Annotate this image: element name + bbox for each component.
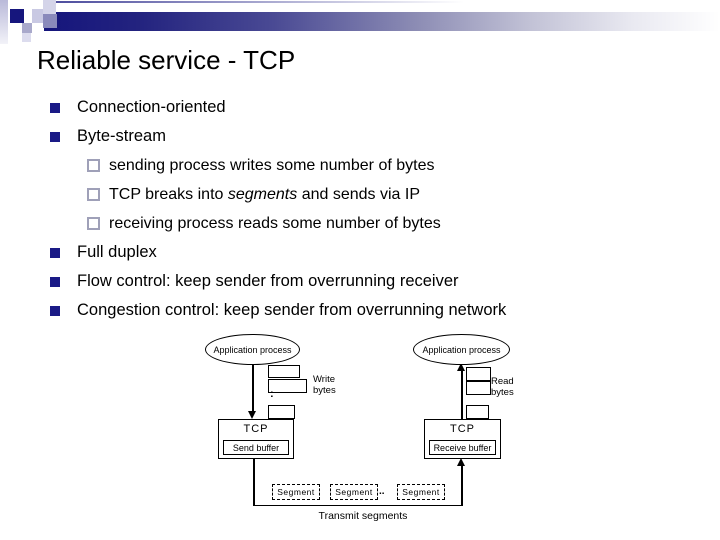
- application-process-ellipse-sender: Application process: [205, 334, 300, 365]
- bullet-text: receiving process reads some number of b…: [109, 214, 441, 232]
- arrowhead-up-icon: [457, 363, 465, 371]
- tcp-box-receiver: TCP Receive buffer: [424, 419, 501, 459]
- deco-gradient-bar: [44, 12, 720, 31]
- segment-box: Segment: [397, 484, 445, 500]
- arrowhead-down-icon: [248, 411, 256, 419]
- deco-square-slate: [43, 14, 57, 28]
- transmit-line-left: [253, 457, 255, 506]
- write-label-line1: Write: [313, 374, 335, 385]
- bullet-item: Byte-stream: [50, 122, 690, 151]
- application-process-label: Application process: [213, 344, 292, 355]
- sub-bullet-square-icon: [87, 188, 100, 201]
- deco-square-pale: [22, 33, 31, 42]
- bullet-item: Full duplex: [50, 238, 690, 267]
- page-title: Reliable service - TCP: [37, 45, 296, 75]
- bullet-text: Congestion control: keep sender from ove…: [77, 301, 507, 319]
- byte-rect: [466, 381, 491, 395]
- bullet-item: Connection-oriented: [50, 93, 690, 122]
- bullet-square-icon: [50, 131, 60, 142]
- sub-bullet-square-icon: [87, 159, 100, 172]
- arrowhead-up-icon: [457, 458, 465, 466]
- bullet-text-italic: segments: [227, 185, 298, 203]
- tcp-label: TCP: [450, 423, 475, 435]
- sub-bullet-item: TCP breaks into segments and sends via I…: [50, 180, 690, 209]
- bullet-text: TCP breaks into segments and sends via I…: [109, 186, 420, 204]
- read-label-line2: bytes: [491, 387, 514, 398]
- application-process-label: Application process: [422, 344, 501, 355]
- application-process-ellipse-receiver: Application process: [413, 334, 510, 365]
- read-bytes-label: Read bytes: [491, 376, 514, 398]
- segment-box: Segment: [330, 484, 378, 500]
- deco-square-lavender: [32, 9, 46, 23]
- receive-buffer-box: Receive buffer: [429, 440, 496, 455]
- byte-rect: [466, 367, 491, 381]
- bullet-list: Connection-oriented Byte-stream sending …: [50, 93, 690, 325]
- write-bytes-label: Write bytes: [313, 374, 336, 396]
- segment-box: Segment: [272, 484, 320, 500]
- vertical-dots: :: [270, 388, 274, 400]
- bullet-item: Flow control: keep sender from overrunni…: [50, 267, 690, 296]
- deco-square-navy: [10, 9, 24, 23]
- transmit-segments-caption: Transmit segments: [318, 510, 408, 522]
- sub-bullet-square-icon: [87, 217, 100, 230]
- sub-bullet-item: receiving process reads some number of b…: [50, 209, 690, 238]
- bullet-text: Byte-stream: [77, 127, 166, 145]
- bullet-text: sending process writes some number of by…: [109, 156, 435, 174]
- bullet-text-post: and sends via IP: [297, 185, 420, 203]
- bullet-text: Connection-oriented: [77, 98, 226, 116]
- deco-left-strip: [0, 0, 8, 44]
- tcp-box-sender: TCP Send buffer: [218, 419, 294, 459]
- read-label-line1: Read: [491, 376, 514, 387]
- write-label-line2: bytes: [313, 385, 336, 396]
- byte-rect: [268, 405, 295, 419]
- deco-thin-line: [44, 1, 464, 3]
- bullet-text: Full duplex: [77, 243, 157, 261]
- byte-rect: [268, 365, 300, 378]
- transmit-line-horizontal: [253, 504, 463, 506]
- byte-rect: [268, 379, 307, 393]
- bullet-text-pre: TCP breaks into: [109, 185, 228, 203]
- write-arrow-line: [252, 363, 254, 413]
- bullet-item: Congestion control: keep sender from ove…: [50, 296, 690, 325]
- sub-bullet-item: sending process writes some number of by…: [50, 151, 690, 180]
- read-arrow-line: [461, 371, 463, 419]
- deco-square-light: [43, 0, 56, 14]
- bullet-square-icon: [50, 276, 60, 287]
- bullet-text: Flow control: keep sender from overrunni…: [77, 272, 459, 290]
- send-buffer-box: Send buffer: [223, 440, 289, 455]
- segment-dots: ..: [379, 486, 385, 497]
- deco-square-gray: [22, 23, 32, 33]
- tcp-diagram: Application process : Write bytes TCP Se…: [195, 330, 525, 535]
- bullet-square-icon: [50, 102, 60, 113]
- tcp-label: TCP: [243, 423, 269, 435]
- byte-rect: [466, 405, 489, 419]
- bullet-square-icon: [50, 247, 60, 258]
- transmit-line-right: [461, 465, 463, 506]
- bullet-square-icon: [50, 305, 60, 316]
